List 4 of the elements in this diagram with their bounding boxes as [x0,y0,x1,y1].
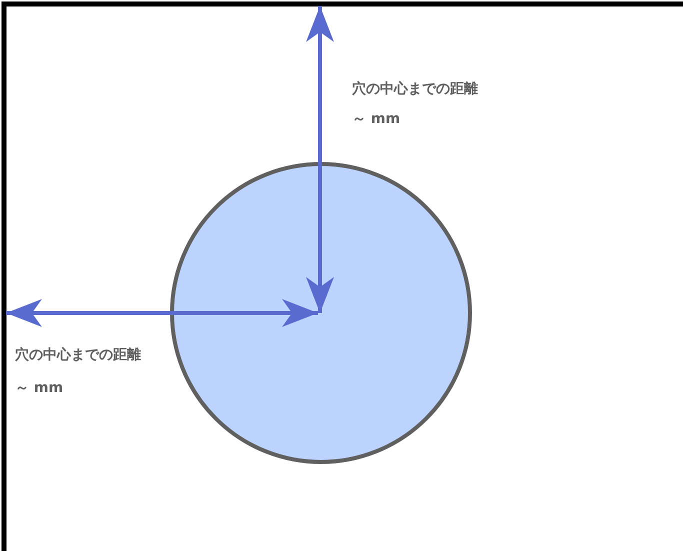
dimension-label: 穴の中心までの距離 [15,346,141,364]
dimension-label: ～ mm [352,110,400,128]
dimension-label: ～ mm [15,379,64,397]
dimension-label: 穴の中心までの距離 [352,80,478,98]
